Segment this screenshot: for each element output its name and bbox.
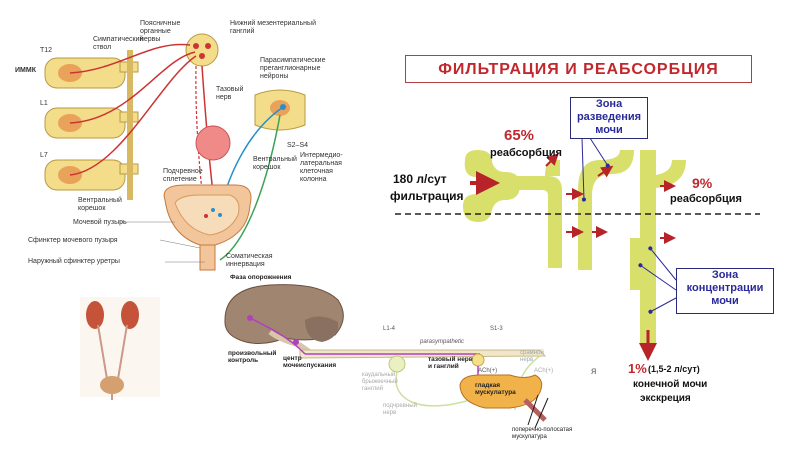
label-l1: L1 bbox=[40, 100, 48, 107]
label-t12: T12 bbox=[40, 47, 53, 54]
label-s1-3: S1-3 bbox=[490, 326, 503, 332]
stray-char: я bbox=[591, 366, 597, 377]
bladder-illustration bbox=[163, 184, 252, 271]
label-sacral-nerve: срамной нерв bbox=[520, 350, 544, 363]
label-lumbar-nerves: Поясничные органные нервы bbox=[140, 20, 181, 43]
filtration-word: фильтрация bbox=[390, 189, 464, 203]
label-l1-4: L1-4 bbox=[383, 326, 396, 332]
label-somatic-innervation: Соматическая иннервация bbox=[226, 253, 273, 268]
label-parasympathetic: parasympathetic bbox=[420, 339, 465, 345]
label-ventral-root-right: Вентральный корешок bbox=[253, 156, 297, 171]
label-ach-2: ACh(+) bbox=[534, 368, 554, 374]
label-immk: ИММК bbox=[15, 67, 36, 74]
label-s2-s4: S2–S4 bbox=[287, 142, 309, 149]
label-pelvic-nerve: Тазовый нерв bbox=[216, 86, 244, 101]
spinal-segment-l7 bbox=[44, 159, 139, 191]
label-voluntary-control: произвольный контроль bbox=[228, 350, 277, 364]
spinal-segment-t12 bbox=[44, 57, 139, 89]
label-hypogastric-plexus: Подчревное сплетение bbox=[163, 168, 203, 183]
label-ach-1: ACh(+) bbox=[478, 368, 498, 374]
percent-1-extra: (1,5-2 л/сут) bbox=[648, 364, 700, 374]
label-bladder-sphincter: Сфинктер мочевого пузыря bbox=[28, 237, 118, 244]
percent-65: 65% bbox=[504, 127, 535, 144]
label-inferior-mesenteric-ganglion: Нижний мезентериальный ганглий bbox=[230, 20, 316, 35]
label-smooth-muscle: гладкая мускулатура bbox=[475, 382, 516, 396]
label-striated-muscle: поперечно-полосатая мускулатура bbox=[512, 427, 573, 440]
label-sympathetic-trunk: Симпатический ствол bbox=[93, 36, 144, 51]
filtration-title: ФИЛЬТРАЦИЯ И РЕАБСОРБЦИЯ bbox=[438, 61, 719, 78]
filtration-amount: 180 л/сут bbox=[393, 172, 447, 186]
reabsorption-65-label: реабсорбция bbox=[490, 147, 562, 159]
kidney-thumbnail bbox=[80, 297, 160, 400]
label-bladder: Мочевой пузырь bbox=[73, 219, 127, 226]
micturition-diagram bbox=[224, 284, 549, 429]
label-hypogastric-nerve: подчревный нерв bbox=[383, 403, 417, 416]
label-external-sphincter: Наружный сфинктер уретры bbox=[28, 258, 120, 265]
label-ventral-root-left: Вентральный корешок bbox=[78, 197, 122, 212]
label-pelvic-ganglion: тазовый нерв и ганглий bbox=[428, 356, 473, 370]
final-urine-line2: экскреция bbox=[640, 393, 691, 404]
label-micturition-center: центр мочеиспускания bbox=[283, 355, 337, 369]
spinal-segment-l1 bbox=[44, 107, 139, 139]
label-intermediolateral: Интермедио- латеральная клеточная колонн… bbox=[300, 152, 343, 183]
zone-concentration-box: Зона концентрации мочи bbox=[676, 268, 774, 314]
nephron-diagram bbox=[395, 137, 760, 361]
label-l7: L7 bbox=[40, 152, 48, 159]
zone-dilution-box: Зона разведения мочи bbox=[570, 97, 648, 139]
reabsorption-9-label: реабсорбция bbox=[670, 193, 742, 205]
percent-9: 9% bbox=[692, 175, 713, 191]
label-parasympathetic-neurons: Парасимпатические преганглионарные нейро… bbox=[260, 57, 326, 80]
spinal-innervation-diagram bbox=[44, 33, 306, 271]
filtration-title-box: ФИЛЬТРАЦИЯ И РЕАБСОРБЦИЯ bbox=[405, 55, 752, 83]
label-caudal-ganglion: каудальный брыжеечный ганглий bbox=[362, 372, 398, 392]
label-phase: Фаза опорожнения bbox=[230, 274, 292, 281]
percent-1: 1% bbox=[628, 361, 647, 376]
final-urine-line1: конечной мочи bbox=[633, 379, 708, 390]
